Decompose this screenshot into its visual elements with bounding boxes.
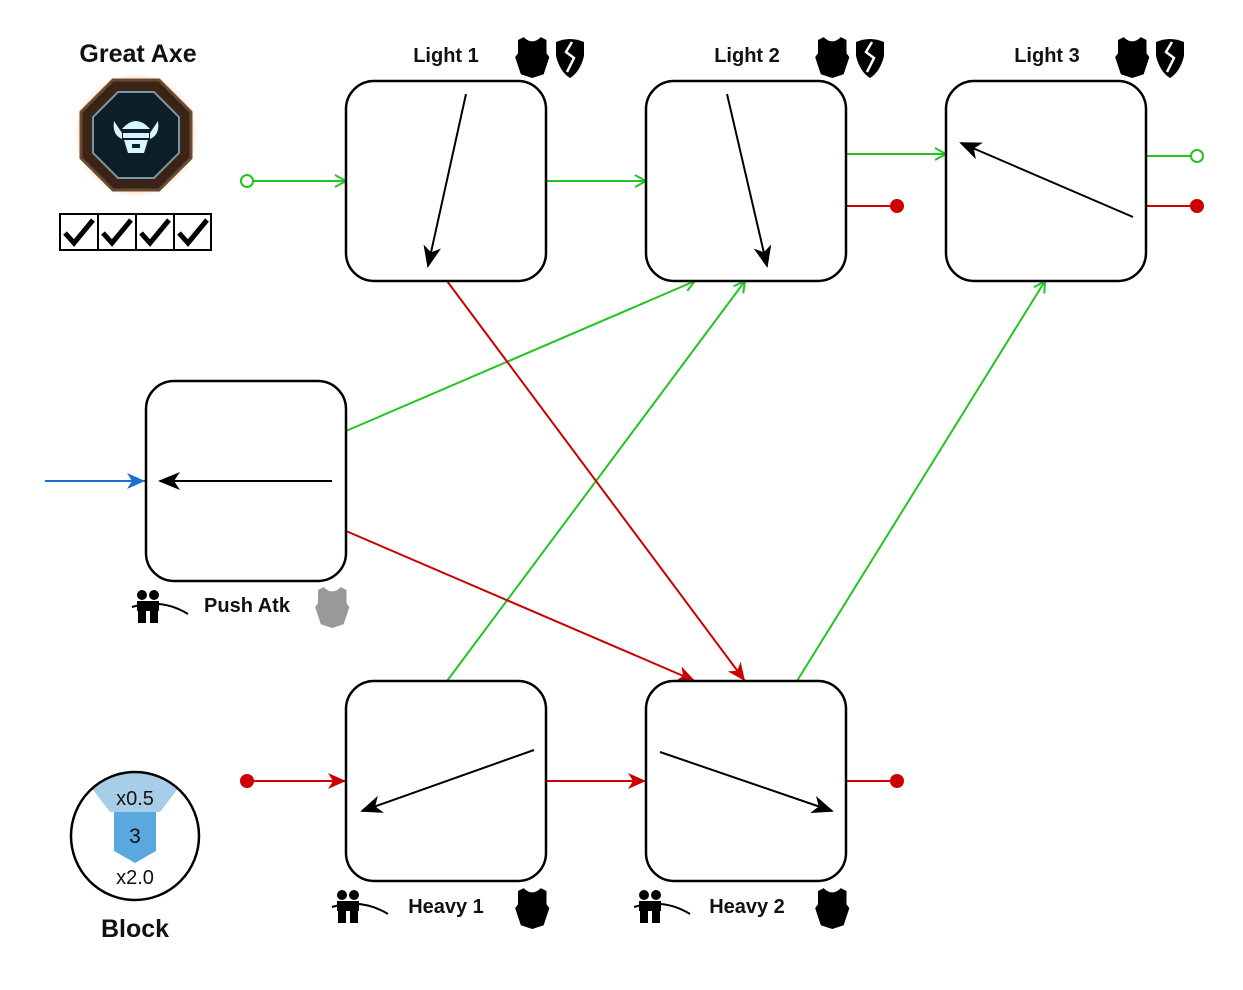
check-box: [135, 213, 175, 251]
check-box: [59, 213, 99, 251]
node-label: Light 1: [413, 45, 479, 67]
direction-arrow: [360, 749, 535, 813]
broken-shield-icon: [1156, 39, 1184, 78]
node-label: Heavy 1: [408, 896, 484, 918]
checks-row: [59, 213, 212, 251]
direction-arrow: [959, 142, 1134, 218]
node-push[interactable]: Push Atk: [144, 379, 348, 617]
node-label: Light 3: [1014, 45, 1080, 67]
link-push-to-light2: [345, 281, 695, 432]
node-light2[interactable]: Light 2: [644, 45, 848, 283]
node-heavy1[interactable]: Heavy 1: [344, 679, 548, 918]
direction-arrow: [726, 93, 772, 268]
push-icon: [131, 590, 189, 623]
block-gauge: x0.5 3 x2.0 Block: [69, 770, 201, 943]
light2-icons: [815, 37, 884, 78]
armor-icon: [1115, 37, 1150, 78]
push-icon: [633, 890, 691, 923]
heavy-start-terminal: [240, 774, 254, 788]
links-layer: [45, 149, 1204, 789]
broken-shield-icon: [856, 39, 884, 78]
light-end-terminal: [1190, 149, 1204, 163]
block-bottom-multiplier: x2.0: [116, 867, 154, 889]
weapon-title: Great Axe: [79, 40, 196, 68]
node-light3[interactable]: Light 3: [944, 45, 1148, 283]
viking-helmet-emblem-icon: [74, 73, 198, 197]
armor-icon: [815, 37, 850, 78]
node-heavy2[interactable]: Heavy 2: [644, 679, 848, 918]
heavy1-icons: [331, 888, 550, 929]
heavy-end-terminal: [890, 774, 904, 788]
light3-icons: [1115, 37, 1184, 78]
broken-shield-icon: [556, 39, 584, 78]
light1-icons: [515, 37, 584, 78]
check-box: [97, 213, 137, 251]
weapon-panel: Great Axe: [59, 40, 212, 251]
block-value: 3: [129, 825, 141, 848]
heavy-end-terminal: [1190, 199, 1204, 213]
armor-gray-icon: [315, 587, 350, 628]
armor-icon: [815, 888, 850, 929]
node-label: Light 2: [714, 45, 780, 67]
light-start-terminal: [240, 174, 254, 188]
armor-icon: [515, 888, 550, 929]
direction-arrow: [659, 751, 834, 814]
node-label: Heavy 2: [709, 896, 785, 918]
push-icon: [331, 890, 389, 923]
push-icons: [131, 587, 350, 628]
heavy-end-terminal: [890, 199, 904, 213]
link-push-to-heavy2: [345, 530, 696, 682]
node-label: Push Atk: [204, 595, 291, 617]
block-label: Block: [101, 915, 169, 943]
block-top-multiplier: x0.5: [116, 788, 154, 810]
link-heavy2-to-light3: [796, 281, 1045, 682]
heavy2-icons: [633, 888, 850, 929]
check-box: [173, 213, 212, 251]
armor-icon: [515, 37, 550, 78]
direction-arrow: [423, 93, 467, 268]
node-light1[interactable]: Light 1: [344, 45, 548, 283]
link-light1-to-heavy2: [446, 280, 746, 682]
